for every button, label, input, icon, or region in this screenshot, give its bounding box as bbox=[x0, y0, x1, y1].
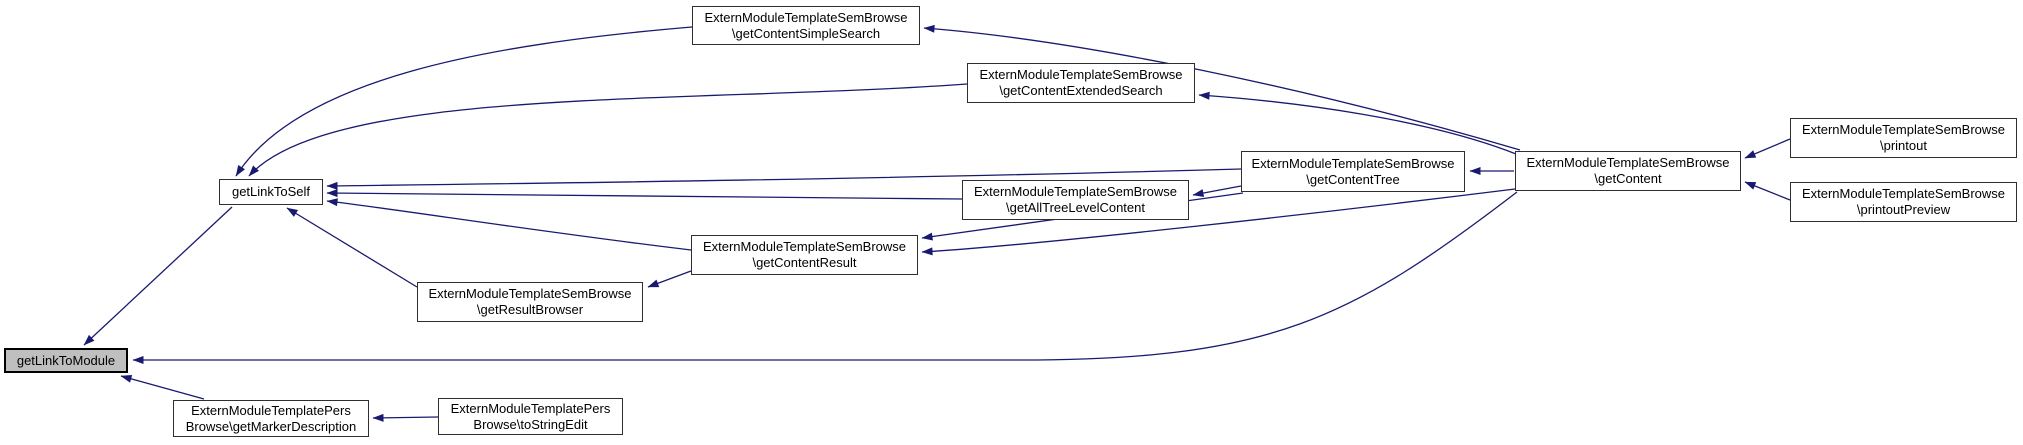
node-getContent[interactable]: ExternModuleTemplateSemBrowse \getConten… bbox=[1515, 151, 1741, 191]
node-label: ExternModuleTemplateSemBrowse bbox=[1251, 155, 1455, 171]
node-getLinkToModule[interactable]: getLinkToModule bbox=[4, 348, 128, 373]
node-label: ExternModuleTemplateSemBrowse bbox=[1801, 186, 2006, 201]
node-getContentTree[interactable]: ExternModuleTemplateSemBrowse \getConten… bbox=[1241, 151, 1465, 192]
node-label: ExternModuleTemplateSemBrowse bbox=[979, 67, 1183, 82]
edge-extended-to-self bbox=[248, 83, 968, 177]
node-label: \getContentResult bbox=[752, 255, 857, 270]
node-label: ExternModuleTemplatePers bbox=[450, 400, 611, 416]
edge-content-to-module bbox=[132, 191, 1518, 364]
node-label: getLinkToModule bbox=[16, 352, 116, 368]
node-getMarkerDescription[interactable]: ExternModuleTemplatePers Browse\getMarke… bbox=[173, 400, 369, 437]
node-label: \printout bbox=[1880, 138, 1927, 153]
edge-result-to-browser bbox=[647, 270, 692, 288]
node-label: ExternModuleTemplateSemBrowse bbox=[704, 9, 908, 25]
node-label: \printoutPreview bbox=[1856, 202, 1951, 217]
node-toStringEdit[interactable]: ExternModuleTemplatePers Browse\toString… bbox=[438, 398, 623, 435]
edge-preview-to-content bbox=[1744, 181, 1791, 201]
node-getLinkToSelf[interactable]: getLinkToSelf bbox=[219, 179, 323, 205]
edge-tree-to-alltree bbox=[1192, 185, 1242, 197]
edge-printout-to-content bbox=[1744, 138, 1791, 159]
node-getAllTreeLevelContent[interactable]: ExternModuleTemplateSemBrowse \getAllTre… bbox=[962, 180, 1189, 220]
node-getContentExtendedSearch[interactable]: ExternModuleTemplateSemBrowse \getConten… bbox=[967, 63, 1195, 103]
edge-marker-to-module bbox=[120, 374, 205, 400]
node-label: ExternModuleTemplateSemBrowse bbox=[1801, 122, 2006, 137]
node-getResultBrowser[interactable]: ExternModuleTemplateSemBrowse \getResult… bbox=[417, 282, 643, 322]
edge-simple-to-self bbox=[235, 26, 693, 177]
node-label: ExternModuleTemplateSemBrowse bbox=[702, 239, 907, 254]
node-label: ExternModuleTemplateSemBrowse bbox=[973, 184, 1178, 199]
node-label: \getContentExtendedSearch bbox=[999, 83, 1163, 98]
node-label: \getContentSimpleSearch bbox=[731, 25, 881, 41]
node-label: getLinkToSelf bbox=[231, 184, 311, 199]
edge-alltree-to-self bbox=[326, 189, 963, 200]
node-label: \getResultBrowser bbox=[476, 302, 584, 317]
edge-tree-to-self bbox=[326, 168, 1242, 190]
edge-content-to-extended bbox=[1198, 91, 1517, 155]
node-printoutPreview[interactable]: ExternModuleTemplateSemBrowse \printoutP… bbox=[1790, 182, 2017, 222]
edge-tostring-to-marker bbox=[372, 413, 439, 422]
node-label: \getContent bbox=[1594, 171, 1662, 186]
node-label: ExternModuleTemplateSemBrowse bbox=[1526, 155, 1730, 170]
node-label: Browse\getMarkerDescription bbox=[185, 418, 357, 434]
node-label: ExternModuleTemplateSemBrowse bbox=[428, 286, 632, 301]
edge-content-to-simple bbox=[923, 24, 1521, 151]
node-getContentSimpleSearch[interactable]: ExternModuleTemplateSemBrowse \getConten… bbox=[692, 6, 920, 45]
edge-result-to-self bbox=[326, 198, 692, 251]
edge-content-to-result bbox=[921, 188, 1516, 256]
node-label: ExternModuleTemplatePers bbox=[191, 402, 351, 418]
node-getContentResult[interactable]: ExternModuleTemplateSemBrowse \getConten… bbox=[691, 235, 918, 275]
node-label: \getAllTreeLevelContent bbox=[1006, 200, 1145, 215]
edge-browser-to-self bbox=[286, 207, 418, 288]
node-label: Browse\toStringEdit bbox=[473, 416, 588, 432]
node-printout[interactable]: ExternModuleTemplateSemBrowse \printout bbox=[1790, 118, 2017, 158]
node-label: \getContentTree bbox=[1306, 171, 1400, 187]
edge-self-to-module bbox=[83, 206, 233, 346]
